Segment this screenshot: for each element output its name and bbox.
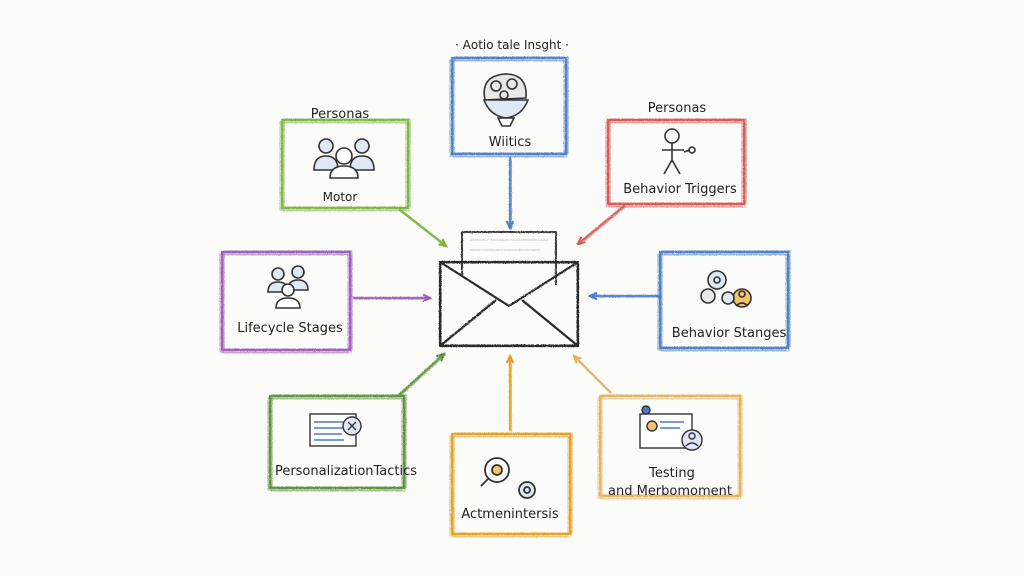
node-top-right-caption: Behavior Triggers: [623, 182, 737, 197]
brain-bowl-icon: [482, 73, 530, 127]
node-box-right: [660, 254, 790, 352]
connector-bottom-left: [398, 352, 446, 396]
arrowhead-bottom: [505, 353, 515, 364]
arrowhead-right: [587, 291, 598, 301]
node-box-bottom: [449, 435, 569, 537]
node-box-top: [453, 56, 569, 154]
group-people-icon: [313, 138, 375, 179]
node-box-right: [658, 250, 790, 350]
node-top-right-title: Personas: [647, 101, 707, 116]
node-box-bottom: [452, 436, 572, 538]
connector-top-left: [401, 210, 448, 248]
node-box-bottom-left: [268, 394, 406, 490]
node-boxes: [219, 56, 791, 538]
node-left-caption: Lifecycle Stages: [237, 321, 343, 336]
person-trigger-icon: [662, 128, 696, 175]
node-box-right: [661, 250, 791, 348]
node-top-left-caption: Motor: [322, 190, 358, 204]
arrowhead-top-left: [438, 238, 448, 248]
node-box-top: [450, 56, 568, 156]
node-bottom-caption: Actmenintersis: [461, 507, 559, 522]
people-cluster-icon: [267, 265, 309, 309]
node-box-bottom-left: [267, 397, 403, 491]
arrowhead-top-right: [576, 236, 586, 246]
node-right-caption: Behavior Stanges: [671, 326, 787, 341]
arrowhead-top: [505, 220, 515, 231]
connector-lines: [352, 156, 662, 432]
node-top-left-title: Personas: [310, 107, 370, 122]
arrowhead-left: [422, 293, 433, 303]
connector-bottom-right: [575, 356, 612, 394]
node-bottom-left-caption: PersonalizationTactics: [274, 464, 418, 479]
node-bottom-right-caption-line2: and Merbomoment: [608, 484, 732, 499]
node-top-caption: Wiitics: [488, 135, 532, 150]
list-window-icon: [309, 413, 362, 447]
node-box-top-right: [605, 121, 743, 207]
screen-person-icon: [639, 405, 703, 451]
node-box-top-right: [609, 118, 747, 204]
email-envelope-icon: [438, 231, 580, 348]
node-box-bottom-right: [598, 394, 742, 498]
node-box-left: [223, 250, 353, 350]
node-box-top-left: [279, 121, 407, 211]
node-box-top-right: [608, 122, 746, 208]
node-box-top: [449, 59, 565, 157]
arrowhead-bottom-left: [436, 352, 446, 362]
connector-bottom-left: [401, 354, 446, 396]
arrowhead-bottom-right: [572, 354, 582, 364]
node-box-bottom: [450, 432, 572, 536]
magnifier-gear-icon: [480, 457, 536, 499]
node-box-bottom-right: [600, 398, 742, 500]
connector-top-right: [579, 206, 626, 246]
node-box-top-left: [280, 118, 410, 210]
node-box-left: [219, 253, 349, 353]
node-box-top: [452, 60, 568, 158]
top-caption: · Aᴏtio tale Insght ·: [455, 38, 569, 52]
connector-top-right: [576, 204, 626, 246]
node-box-top-right: [606, 118, 746, 206]
node-box-left: [222, 254, 352, 354]
node-box-bottom-left: [270, 398, 406, 492]
node-box-bottom-left: [271, 394, 407, 488]
node-box-right: [657, 253, 787, 351]
node-box-bottom-right: [601, 394, 743, 496]
node-box-left: [220, 250, 352, 352]
node-box-bottom-right: [597, 397, 739, 499]
gears-person-icon: [700, 270, 752, 308]
node-bottom-right-caption-line1: Testing: [649, 466, 695, 481]
node-box-top-left: [282, 122, 410, 212]
node-box-top-left: [283, 118, 411, 208]
node-box-bottom: [453, 432, 573, 534]
